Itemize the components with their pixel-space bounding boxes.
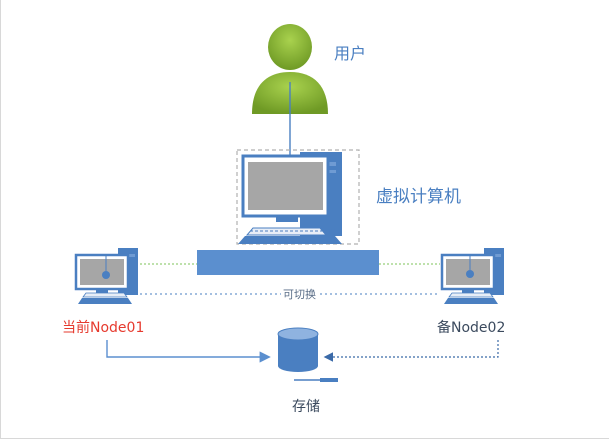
node2-storage-arrow [323,340,499,362]
virtual-computer-icon [236,149,360,245]
backup-node-label: 备Node02 [437,320,506,336]
virtual-computer-label: 虚拟计算机 [376,187,461,207]
network-bar [197,250,379,275]
database-icon [277,327,338,382]
computer-icon [74,248,138,304]
storage-label: 存储 [292,399,320,415]
computer-icon [440,248,504,304]
user-label: 用户 [334,44,367,63]
current-node-label: 当前Node01 [62,320,145,336]
switchable-label: 可切换 [281,286,318,302]
node1-storage-arrow [106,340,271,363]
